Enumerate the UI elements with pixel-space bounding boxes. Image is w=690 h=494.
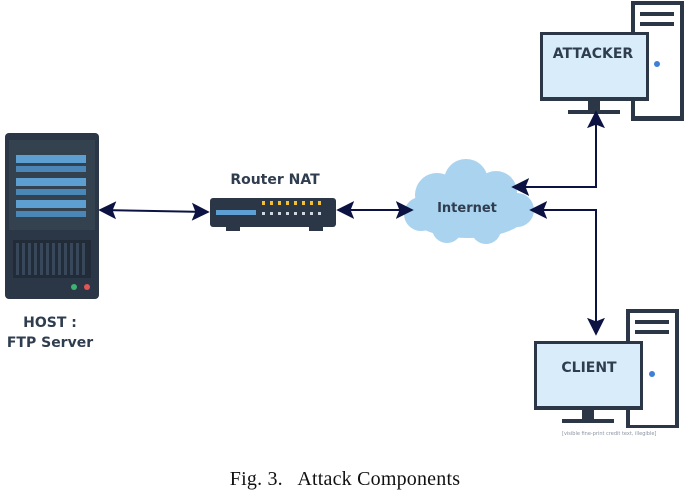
watermark-text: [visible fine-print credit text, illegib… xyxy=(562,431,656,437)
watermark xyxy=(562,428,688,436)
host-router-link xyxy=(98,201,210,221)
internet-client-link xyxy=(529,201,605,336)
internet-cloud-icon xyxy=(404,159,534,244)
router-label: Router NAT xyxy=(230,172,320,188)
client-label: CLIENT xyxy=(561,360,617,376)
internet-attacker-link xyxy=(511,110,605,196)
attacker-label: ATTACKER xyxy=(553,46,634,62)
figure-caption: Fig. 3. Attack Components xyxy=(229,468,461,490)
internet-label: Internet xyxy=(437,201,497,216)
host-label: HOST : xyxy=(23,315,77,331)
client-monitor-icon xyxy=(534,341,643,423)
attacker-monitor-icon xyxy=(540,32,649,114)
ftp-server-icon xyxy=(5,133,99,299)
router-icon xyxy=(210,198,336,231)
ftp-server-label: FTP Server xyxy=(7,335,93,351)
